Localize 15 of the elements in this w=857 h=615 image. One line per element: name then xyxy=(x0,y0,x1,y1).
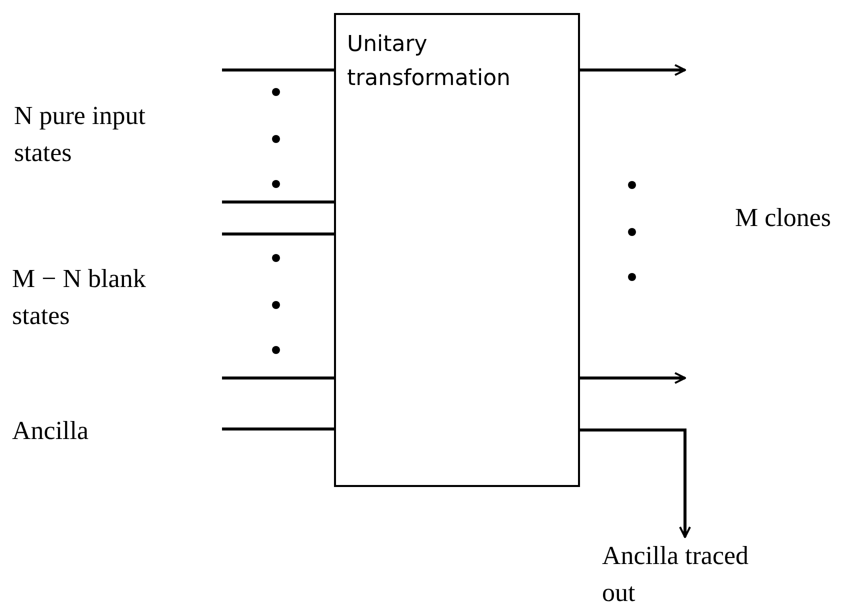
side-label: M − N blank states xyxy=(12,263,147,332)
arrow xyxy=(580,428,691,538)
line xyxy=(222,232,334,236)
line xyxy=(222,68,334,72)
arrow xyxy=(580,64,686,76)
line xyxy=(222,200,334,204)
side-label: M clones xyxy=(735,202,832,234)
side-label: Ancilla xyxy=(12,415,90,447)
output-label: Ancilla traced out xyxy=(602,537,752,611)
side-label: N pure input states xyxy=(14,100,146,169)
arrow xyxy=(580,372,686,384)
process-box xyxy=(334,13,580,487)
line xyxy=(222,376,334,380)
box-title: Unitary transformation xyxy=(347,31,512,93)
line xyxy=(222,428,334,430)
